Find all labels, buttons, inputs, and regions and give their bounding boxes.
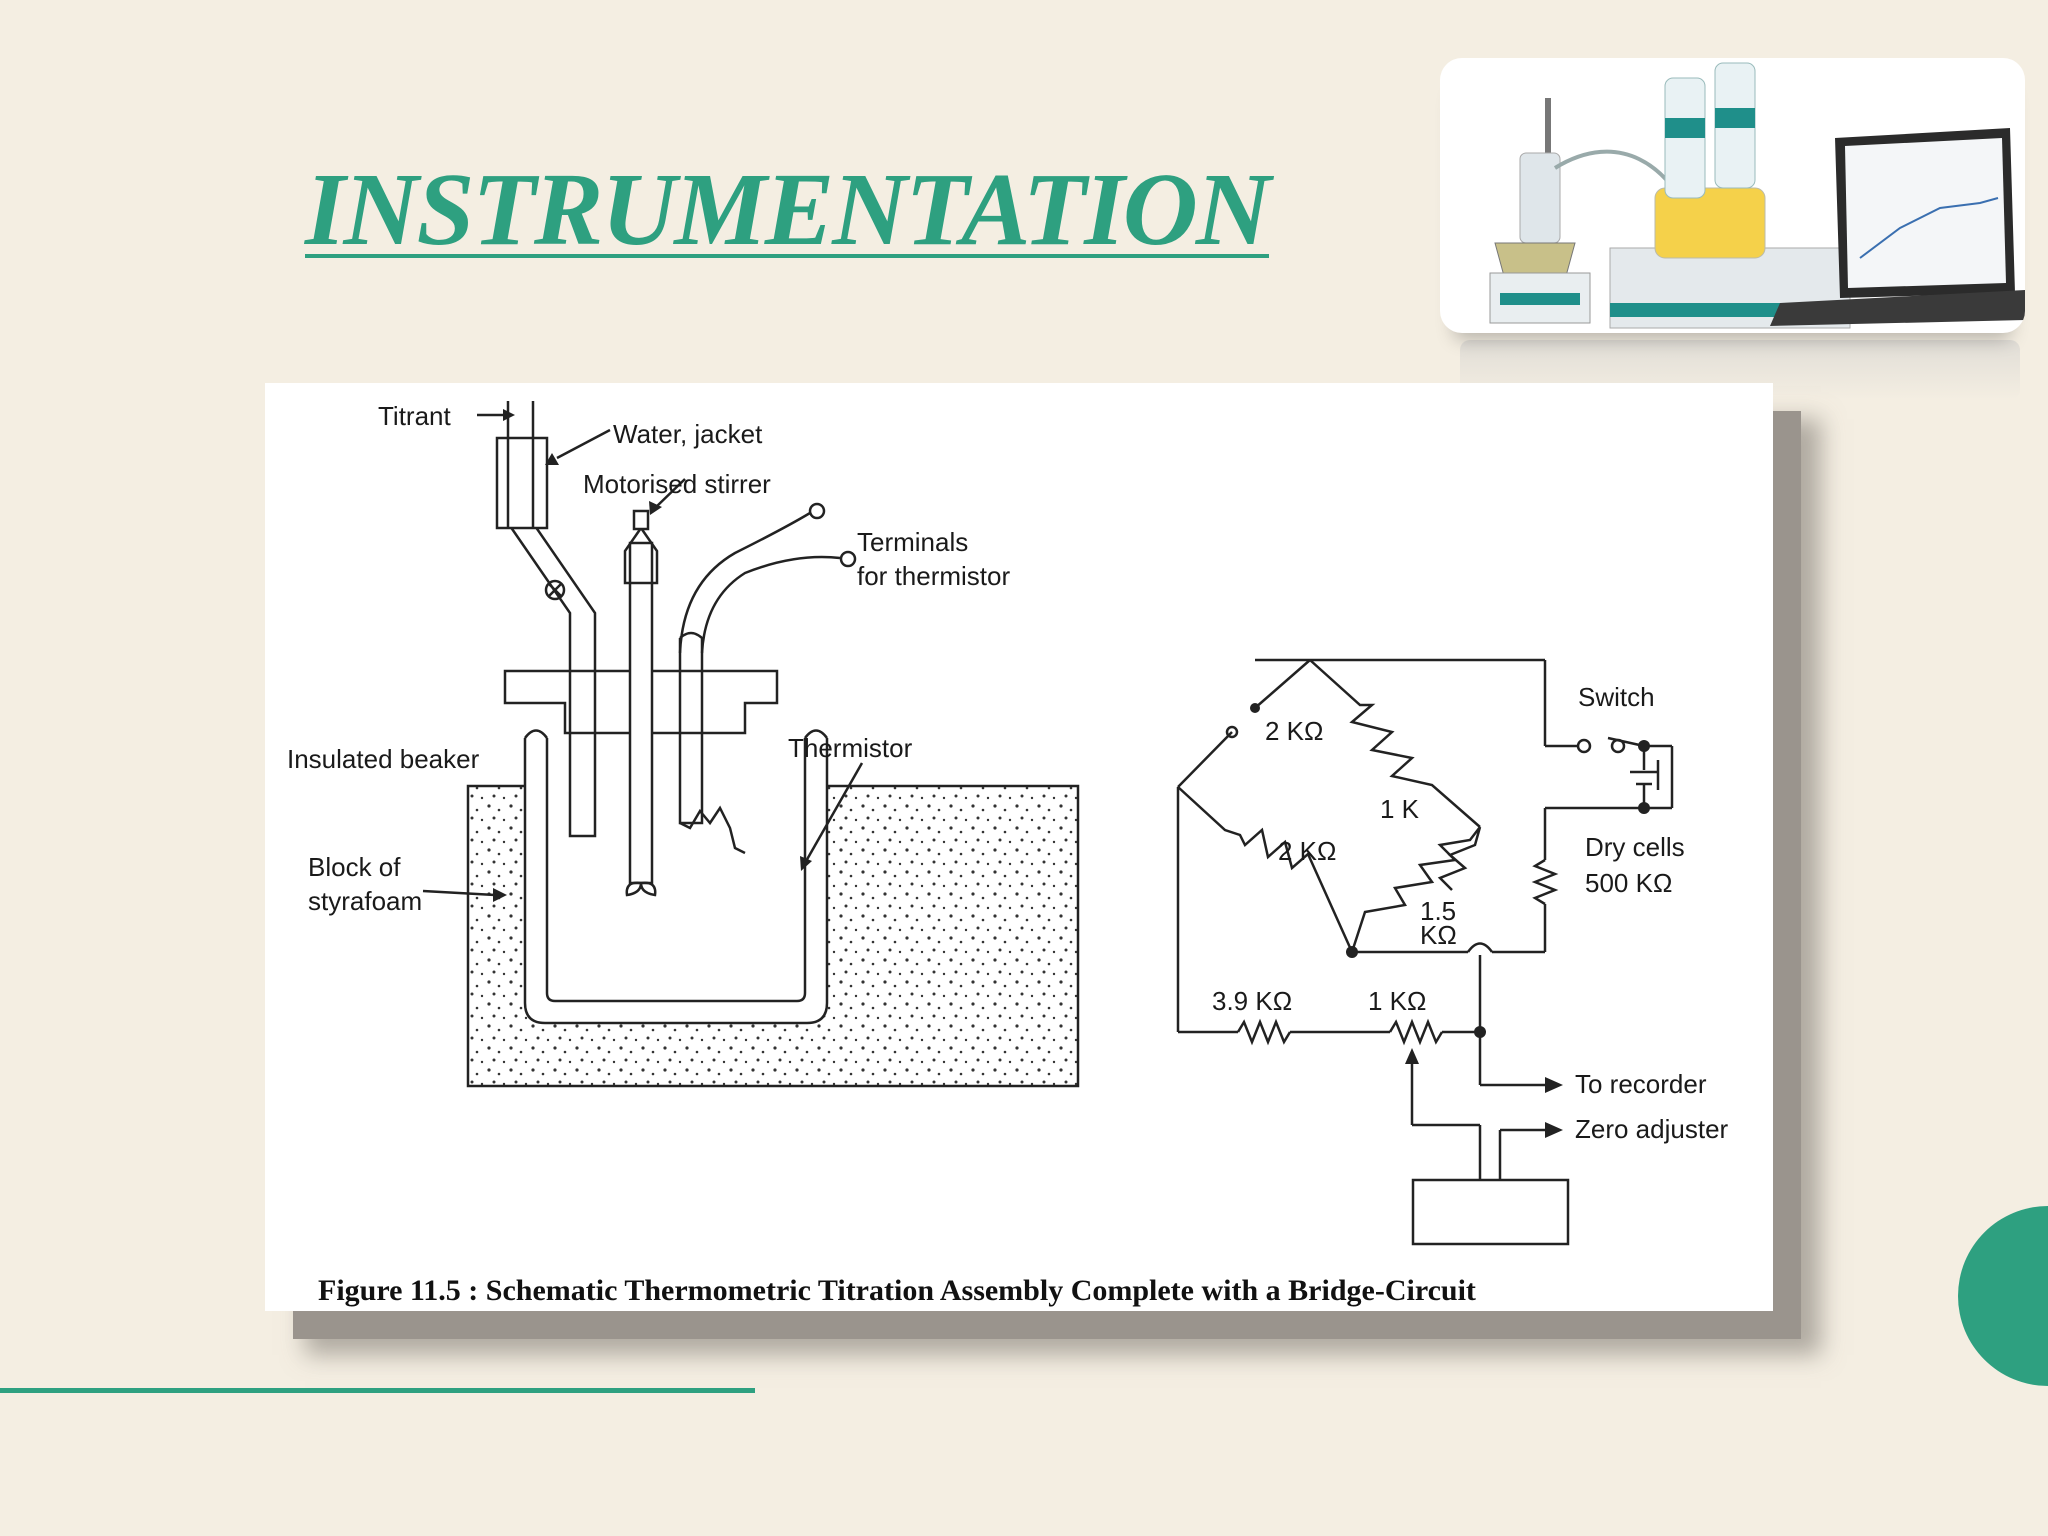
label-motorised-stirrer: Motorised stirrer	[583, 469, 771, 499]
label-r-series: 3.9 KΩ	[1212, 986, 1292, 1016]
water-jacket	[495, 436, 549, 530]
corner-accent-circle	[1958, 1206, 2048, 1386]
label-r-bottom-left: 2 KΩ	[1278, 836, 1336, 866]
apparatus: Titrant Water, jacket Motorised stirrer …	[287, 401, 1080, 1088]
label-r-pot: 1 KΩ	[1368, 986, 1426, 1016]
bottom-accent-rule	[0, 1388, 755, 1393]
resistor-2k-lower	[1177, 786, 1354, 953]
label-r-bottom-right-unit: KΩ	[1420, 920, 1457, 950]
resistor-1k5	[1350, 826, 1481, 953]
label-thermistor: Thermistor	[788, 733, 913, 763]
label-insulated-beaker: Insulated beaker	[287, 744, 480, 774]
stopcock-icon	[544, 579, 566, 601]
label-switch: Switch	[1578, 682, 1655, 712]
titrator-photo-icon	[1489, 62, 2025, 329]
recorder-box	[1411, 1178, 1570, 1246]
titrator-photo	[1440, 58, 2025, 333]
resistor-500k	[1531, 858, 1559, 906]
resistor-1k-bridge	[1309, 659, 1481, 828]
label-to-recorder: To recorder	[1575, 1069, 1707, 1099]
recorder-arrow-icon	[1545, 1077, 1563, 1093]
label-r-top-left: 2 KΩ	[1265, 716, 1323, 746]
label-dry-cells-1: Dry cells	[1585, 832, 1685, 862]
figure-caption: Figure 11.5 : Schematic Thermometric Tit…	[318, 1274, 1476, 1307]
figure-panel: Titrant Water, jacket Motorised stirrer …	[265, 383, 1773, 1311]
label-block-2: styrafoam	[308, 886, 422, 916]
label-r-top-right: 1 K	[1380, 794, 1420, 824]
label-terminals-2: for thermistor	[857, 561, 1010, 591]
label-zero-adjuster: Zero adjuster	[1575, 1114, 1729, 1144]
potentiometer-1k	[1388, 1018, 1444, 1046]
switch-contact	[1576, 738, 1592, 754]
thermistor-probe	[678, 631, 704, 825]
zero-adjuster-arrow-icon	[1545, 1122, 1563, 1138]
thermometric-titration-diagram: Titrant Water, jacket Motorised stirrer …	[287, 401, 1729, 1307]
bridge-circuit: 2 KΩ 1 K 2 KΩ 1.5 KΩ Switch Dry cells 50…	[1176, 658, 1729, 1246]
insulated-beaker	[523, 738, 829, 1025]
label-titrant: Titrant	[378, 401, 451, 431]
label-dry-cells-2: 500 KΩ	[1585, 868, 1672, 898]
label-terminals-1: Terminals	[857, 527, 968, 557]
label-r-bottom-right-value: 1.5	[1420, 896, 1456, 926]
label-water-jacket: Water, jacket	[613, 419, 763, 449]
motorised-stirrer	[628, 541, 654, 885]
resistor-3k9	[1236, 1018, 1292, 1046]
label-block-1: Block of	[308, 852, 401, 882]
slide-title: INSTRUMENTATION	[305, 152, 1271, 267]
